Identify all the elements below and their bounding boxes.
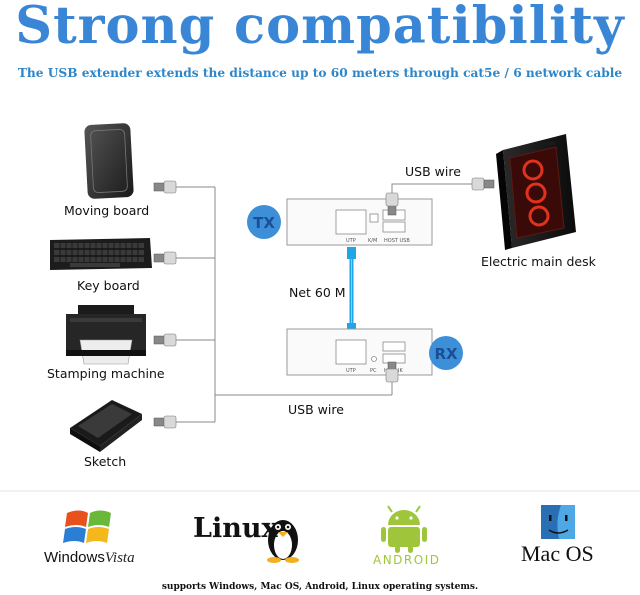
label-electric-main-desk: Electric main desk [481, 254, 597, 269]
label-key-board: Key board [77, 278, 140, 293]
os-label-android: ANDROID [373, 553, 441, 567]
printer-icon [66, 305, 146, 365]
os-label-mac: Mac OS [521, 541, 594, 566]
usb-wire-to-pc [391, 183, 472, 193]
scanner-icon [70, 400, 142, 452]
vista-text: Vista [104, 550, 135, 566]
rx-port-label-ik: IK [398, 368, 403, 374]
label-moving-board: Moving board [64, 203, 149, 218]
pc-tower-icon [496, 134, 576, 250]
tx-port-label-km: K/M [368, 238, 377, 244]
hard-drive-icon [84, 123, 134, 199]
label-net-60m: Net 60 M [289, 285, 346, 300]
rx-extender-unit [286, 328, 433, 376]
network-cable [347, 247, 356, 335]
keyboard-icon [50, 238, 152, 270]
tx-extender-unit [286, 198, 433, 246]
tx-port-label-utp: UTP [346, 238, 356, 244]
footer-support-text: supports Windows, Mac OS, Android, Linux… [161, 582, 479, 592]
rx-badge-label: RX [434, 345, 458, 363]
label-stamping-machine: Stamping machine [47, 366, 165, 381]
tx-badge-label: TX [253, 214, 275, 232]
rx-port-label-pc: PC [370, 368, 377, 374]
rx-badge: RX [429, 336, 463, 370]
usb-plug-icon [385, 361, 399, 383]
usb-plug-icon [385, 192, 399, 216]
page-subtitle: The USB extender extends the distance up… [17, 66, 623, 80]
os-label-windows: WindowsVista [44, 549, 135, 567]
usb-plug-icon [153, 333, 177, 347]
label-usb-wire-bottom: USB wire [288, 402, 344, 417]
tx-badge: TX [247, 205, 281, 239]
label-usb-wire-top: USB wire [405, 164, 461, 179]
windows-text: Windows [44, 549, 105, 566]
page-title: Strong compatibility [15, 0, 625, 56]
linux-penguin-icon [267, 520, 299, 563]
usb-plug-icon [153, 180, 177, 194]
windows-icon [63, 510, 111, 543]
android-icon [381, 505, 427, 553]
os-label-linux: Linux [193, 513, 278, 544]
usb-plug-icon [153, 415, 177, 429]
usb-plug-icon [471, 177, 495, 191]
mac-finder-icon [541, 505, 575, 539]
usb-hub-lines [176, 186, 393, 423]
label-sketch: Sketch [84, 454, 126, 469]
tx-port-label-host-usb: HOST USB [384, 238, 410, 244]
usb-plug-icon [153, 251, 177, 265]
rx-port-label-utp: UTP [346, 368, 356, 374]
